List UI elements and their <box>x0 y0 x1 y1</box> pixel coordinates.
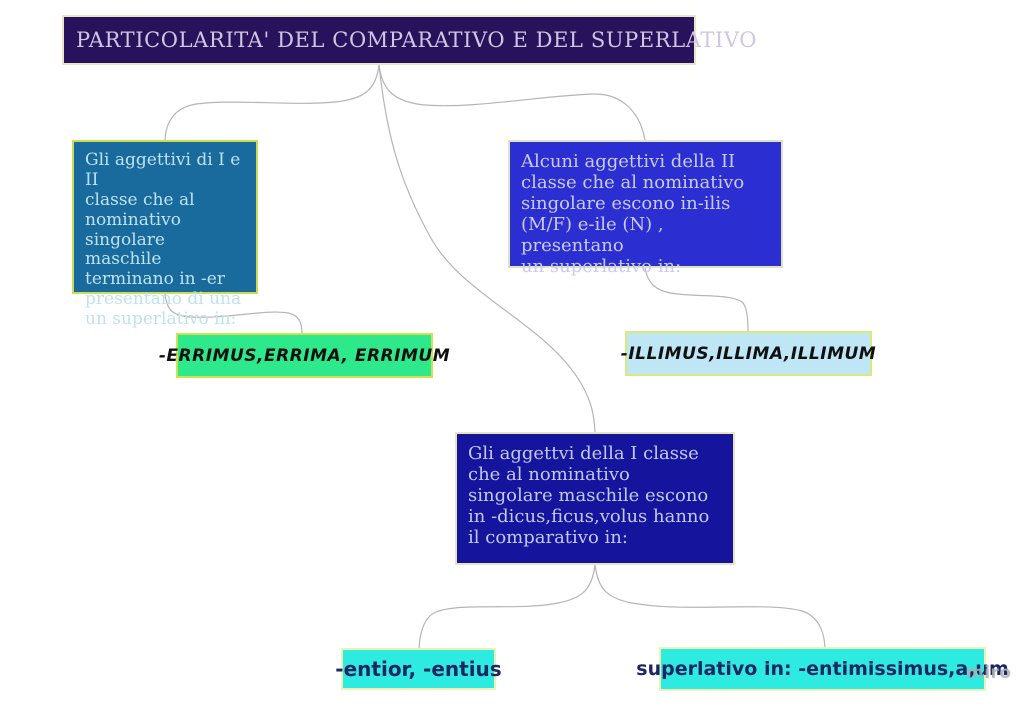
title-label: PARTICOLARITA' DEL COMPARATIVO E DEL SUP… <box>76 28 758 52</box>
node-errimus-suffix[interactable]: -ERRIMUS,ERRIMA, ERRIMUM <box>159 333 450 378</box>
node-adjectives-II-ilis[interactable]: Alcuni aggettivi della II classe che al … <box>508 140 783 277</box>
node-superlativo-suffix[interactable]: superlativo in: -entimissimus,a,um <box>636 647 1009 691</box>
connector-navy-to-cyanright <box>594 564 826 648</box>
connector-blue-to-lightcyan <box>644 267 749 332</box>
miro-watermark: miro <box>966 663 1012 683</box>
node-entior-suffix[interactable]: -entior, -entius <box>335 648 502 690</box>
connector-title-to-blue <box>378 64 646 141</box>
connector-navy-to-cyanleft <box>418 564 596 649</box>
title-node[interactable]: PARTICOLARITA' DEL COMPARATIVO E DEL SUP… <box>62 15 756 65</box>
node-adjectives-I-II-er[interactable]: Gli aggettivi di I e II classe che al no… <box>72 140 258 329</box>
node-illimus-suffix[interactable]: -ILLIMUS,ILLIMA,ILLIMUM <box>621 331 876 376</box>
node-adjectives-I-dicus[interactable]: Gli aggettvi della I classe che al nomin… <box>455 432 735 565</box>
connector-title-to-teal <box>164 64 380 141</box>
